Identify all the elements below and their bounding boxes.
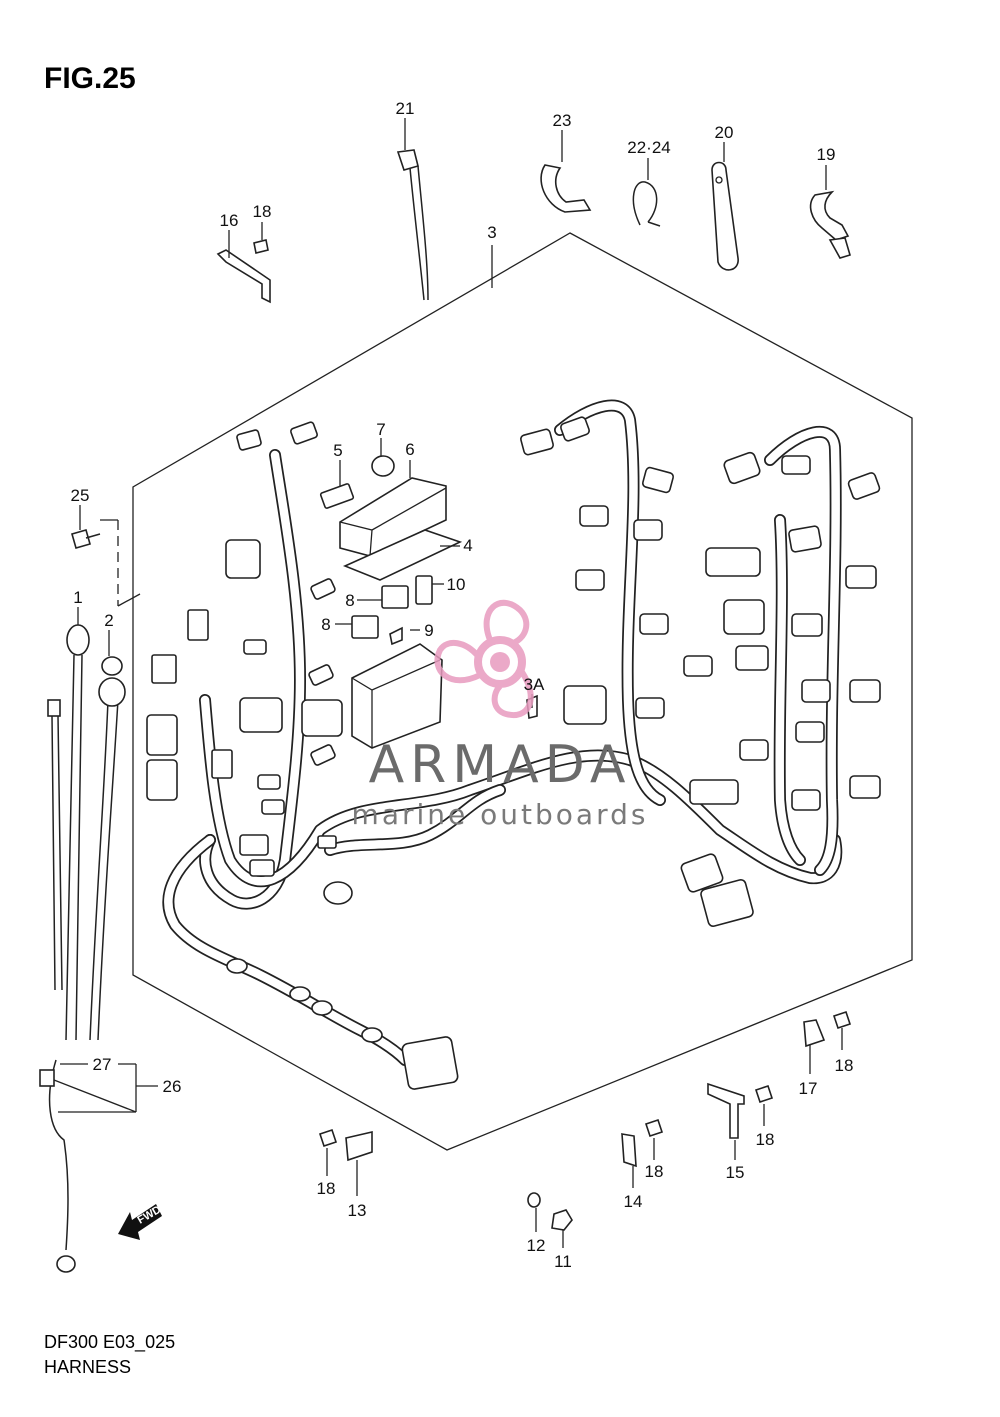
leader-lines	[53, 118, 843, 1248]
wiring-harness	[162, 399, 843, 1066]
watermark-tagline: marine outboards	[352, 798, 649, 831]
callout-11: 11	[554, 1252, 572, 1271]
callout-23: 23	[553, 111, 572, 130]
watermark-brand: ARMADA	[369, 735, 632, 795]
callout-26: 26	[163, 1077, 182, 1096]
brackets-and-bolts	[318, 1010, 852, 1231]
callout-6: 6	[405, 440, 414, 459]
callout-3: 3	[487, 223, 496, 242]
callout-21: 21	[396, 99, 415, 118]
callout-25: 25	[71, 486, 90, 505]
callout-10: 10	[447, 575, 466, 594]
callout-19: 19	[817, 145, 836, 164]
callout-14: 14	[624, 1192, 643, 1211]
watermark-logo	[434, 599, 534, 719]
figure-code: DF300 E03_025	[44, 1332, 176, 1352]
callout-9: 9	[424, 621, 433, 640]
callout-18-15: 18	[756, 1130, 775, 1149]
callout-7: 7	[376, 420, 385, 439]
callout-18-14: 18	[645, 1162, 664, 1181]
callout-16: 16	[220, 211, 239, 230]
callout-13: 13	[348, 1201, 367, 1220]
callout-2: 2	[104, 611, 113, 630]
figure-title: FIG.25	[44, 62, 136, 95]
callout-20: 20	[715, 123, 734, 142]
callout-12: 12	[527, 1236, 546, 1255]
loose-parts	[39, 149, 851, 1273]
callout-8-lower: 8	[321, 615, 330, 634]
callout-labels: 21 23 22·24 20 19 16 18 3 25 1 2 5 7 6 4…	[71, 99, 854, 1271]
callout-27: 27	[93, 1055, 112, 1074]
callout-8-upper: 8	[345, 591, 354, 610]
callout-3a: 3A	[524, 675, 545, 694]
callout-18-13: 18	[317, 1179, 336, 1198]
callout-18-top: 18	[253, 202, 272, 221]
callout-1: 1	[73, 588, 82, 607]
harness-connectors	[146, 416, 881, 1090]
callout-15: 15	[726, 1163, 745, 1182]
callout-17: 17	[799, 1079, 818, 1098]
figure-name: HARNESS	[44, 1357, 132, 1377]
callout-18-right: 18	[835, 1056, 854, 1075]
callout-22-24: 22·24	[627, 138, 670, 157]
callout-4: 4	[463, 536, 472, 555]
assembly-frame	[132, 232, 913, 1151]
forward-arrow-icon: FWD	[118, 1204, 163, 1240]
fuse-box	[319, 455, 538, 749]
callout-5: 5	[333, 441, 342, 460]
